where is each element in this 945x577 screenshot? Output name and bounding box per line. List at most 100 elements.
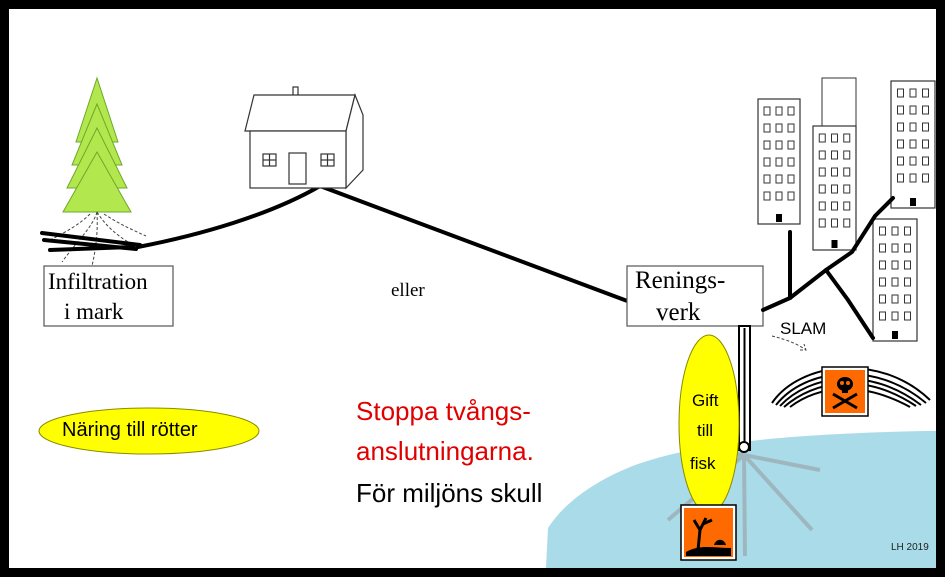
- building-window: [909, 139, 917, 149]
- toxic-skull-hazard-icon: [821, 366, 869, 417]
- signature: LH 2019: [891, 542, 929, 553]
- building-window: [879, 294, 886, 304]
- building-window: [831, 218, 838, 228]
- drain-line: [136, 183, 632, 304]
- message-line1: Stoppa tvångs-: [356, 396, 531, 426]
- infiltration-pipes: [40, 231, 142, 252]
- building-window: [909, 156, 917, 166]
- building-window: [891, 243, 899, 253]
- building-window: [904, 243, 911, 253]
- building-window: [787, 157, 795, 167]
- building-window: [787, 174, 795, 184]
- building-door: [910, 198, 916, 206]
- building-window: [897, 139, 904, 149]
- building-window: [879, 226, 886, 236]
- building-window: [891, 277, 899, 287]
- building-window: [831, 184, 838, 194]
- building-window: [818, 167, 826, 177]
- building-window: [897, 156, 904, 166]
- building-window: [775, 191, 783, 201]
- building-window: [879, 311, 886, 321]
- gift-label-line3: fisk: [690, 454, 716, 473]
- apartment-building-icon: [757, 77, 936, 342]
- building-window: [879, 243, 886, 253]
- building-window: [843, 201, 851, 211]
- building-window: [922, 122, 929, 132]
- reningsverk-label-line2: verk: [656, 299, 701, 326]
- building-window: [897, 105, 904, 115]
- apartment-building: [812, 125, 857, 251]
- building-window: [775, 106, 783, 116]
- message-line3: För miljöns skull: [356, 478, 543, 508]
- building-window: [787, 123, 795, 133]
- infiltration-label-line1: Infiltration: [48, 269, 148, 294]
- building-window: [775, 140, 783, 150]
- building-window: [787, 191, 795, 201]
- building-window: [897, 122, 904, 132]
- building-window: [818, 133, 826, 143]
- building-window: [843, 184, 851, 194]
- house-icon: [244, 86, 364, 190]
- building-window: [763, 174, 771, 184]
- fir-tree-icon: [49, 76, 147, 267]
- building-window: [775, 174, 783, 184]
- building-window: [787, 106, 795, 116]
- building-window: [831, 133, 838, 143]
- building-window: [891, 226, 899, 236]
- gift-label-line1: Gift: [692, 391, 719, 410]
- building-window: [831, 167, 838, 177]
- building-window: [904, 226, 911, 236]
- building-window: [831, 150, 838, 160]
- building-window: [775, 123, 783, 133]
- apartment-building: [890, 80, 936, 209]
- building-window: [763, 191, 771, 201]
- eller-label: eller: [391, 280, 425, 301]
- building-window: [891, 311, 899, 321]
- apartment-building: [872, 218, 918, 342]
- building-window: [891, 294, 899, 304]
- building-window: [763, 140, 771, 150]
- building-window: [904, 311, 911, 321]
- naring-ellipse: [38, 407, 260, 455]
- building-door: [776, 214, 782, 222]
- gift-label-line2: till: [697, 421, 714, 440]
- building-window: [879, 277, 886, 287]
- building-window: [843, 133, 851, 143]
- building-door: [831, 240, 838, 248]
- building-window: [775, 157, 783, 167]
- building-window: [922, 156, 929, 166]
- building-window: [818, 218, 826, 228]
- building-window: [904, 260, 911, 270]
- city-drain-lines: [761, 196, 895, 340]
- building-window: [922, 139, 929, 149]
- building-door: [892, 331, 898, 339]
- slam-arrow: [771, 335, 807, 351]
- outflow-pipe-icon: [738, 325, 751, 453]
- reningsverk-box: [626, 265, 764, 327]
- building-rooftop: [821, 77, 857, 127]
- infiltration-label-box: [43, 265, 174, 327]
- building-window: [897, 88, 904, 98]
- building-window: [891, 260, 899, 270]
- building-window: [831, 201, 838, 211]
- building-window: [818, 201, 826, 211]
- building-window: [909, 88, 917, 98]
- naring-label: Näring till rötter: [62, 419, 198, 441]
- building-window: [843, 167, 851, 177]
- building-window: [922, 105, 929, 115]
- building-window: [879, 260, 886, 270]
- building-window: [922, 173, 929, 183]
- lake: [546, 431, 936, 568]
- reningsverk-label-line1: Renings-: [635, 267, 726, 294]
- building-window: [904, 294, 911, 304]
- building-window: [843, 150, 851, 160]
- building-window: [909, 122, 917, 132]
- infiltration-label-line2: i mark: [64, 299, 124, 324]
- building-window: [818, 150, 826, 160]
- building-window: [818, 184, 826, 194]
- building-window: [787, 140, 795, 150]
- building-window: [763, 106, 771, 116]
- building-window: [904, 277, 911, 287]
